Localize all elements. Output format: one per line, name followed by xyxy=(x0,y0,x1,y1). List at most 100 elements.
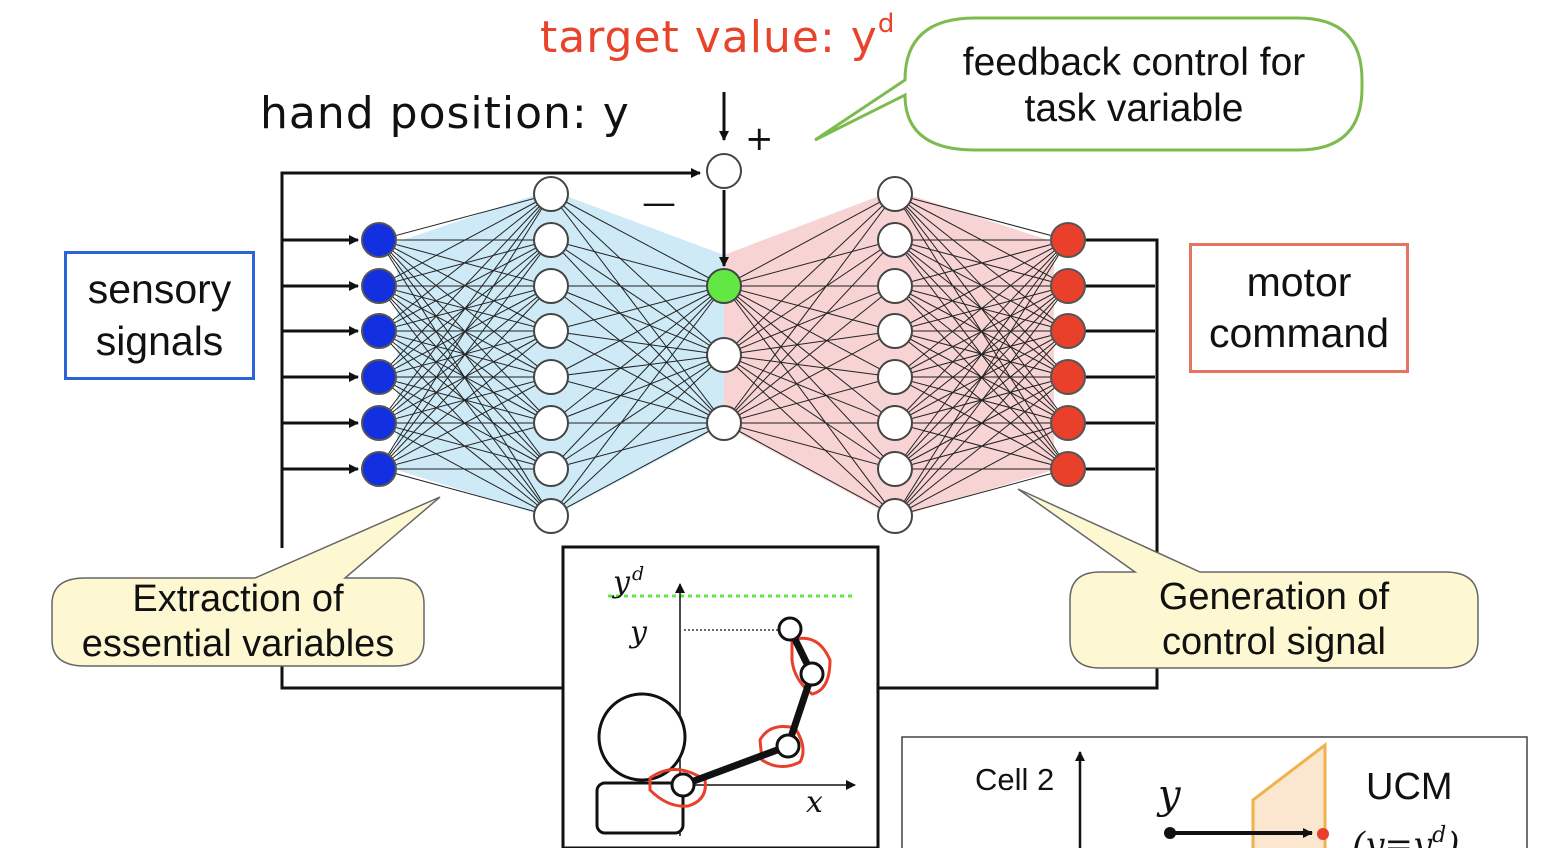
output-node xyxy=(1050,405,1086,441)
ucm-y-label: y xyxy=(1156,772,1182,818)
connection-edge xyxy=(550,285,725,356)
connection-edge xyxy=(894,422,1069,517)
connection-edge xyxy=(550,285,725,378)
connection-edge xyxy=(550,376,725,424)
extraction-callout-text: Extraction of essential variables xyxy=(52,578,424,666)
motor-line-2: command xyxy=(1208,310,1389,356)
connection-edge xyxy=(894,239,1069,424)
encoder-hidden-node xyxy=(533,176,569,212)
arm-x-label: x xyxy=(806,785,823,820)
torso-shape xyxy=(595,781,685,835)
connection-edge xyxy=(378,193,552,287)
generation-line-1: Generation of xyxy=(1158,576,1390,619)
connection-edge xyxy=(894,330,1069,517)
connection-edge xyxy=(723,193,896,424)
connection-edge xyxy=(550,354,725,424)
connection-edge xyxy=(894,376,1069,517)
input-arrows xyxy=(282,235,359,474)
connection-edge xyxy=(723,239,896,356)
connection-edge xyxy=(550,193,725,356)
feedback-line-2: task variable xyxy=(1024,87,1244,130)
decoder-hidden-node xyxy=(877,313,913,349)
input-node xyxy=(361,359,397,395)
connection-edge xyxy=(894,330,1069,470)
connection-edge xyxy=(550,239,725,287)
connection-edge xyxy=(378,193,552,378)
connection-edge xyxy=(378,285,552,470)
connection-edge xyxy=(378,376,552,470)
cell2-axis-label: Cell 2 xyxy=(975,762,1055,797)
bottleneck-node xyxy=(706,405,742,441)
sensory-signals-box: sensory signals xyxy=(64,251,255,380)
decoder-hidden-node xyxy=(877,451,913,487)
network-connections xyxy=(378,193,1069,517)
connection-edge xyxy=(378,193,552,332)
connection-edge xyxy=(550,330,725,356)
encoder-hidden-node xyxy=(533,498,569,534)
extraction-line-2: essential variables xyxy=(81,623,395,665)
connection-edge xyxy=(550,354,725,470)
connection-edge xyxy=(550,354,725,517)
connection-edge xyxy=(723,285,896,517)
feedback-line-1: feedback control for xyxy=(962,40,1306,84)
connection-edge xyxy=(378,193,552,470)
connection-edge xyxy=(894,285,1069,517)
connection-edge xyxy=(723,239,896,287)
ucm-plane xyxy=(1251,741,1327,848)
connection-edge xyxy=(723,330,896,356)
connection-edge xyxy=(723,285,896,356)
ucm-inset: y (y=yd) xyxy=(901,736,1528,848)
input-node xyxy=(361,405,397,441)
output-node xyxy=(1050,222,1086,258)
feedback-callout-text: feedback control for task variable xyxy=(905,26,1363,146)
arm-inset: y d y x xyxy=(561,545,880,848)
decoder-hidden-node xyxy=(877,222,913,258)
connection-edge xyxy=(550,422,725,517)
decoder-hidden-node xyxy=(877,405,913,441)
connection-edge xyxy=(894,239,1069,470)
decoder-hidden-node xyxy=(877,176,913,212)
output-node xyxy=(1050,359,1086,395)
connection-edge xyxy=(723,239,896,424)
connection-edge xyxy=(723,354,896,470)
connection-edge xyxy=(723,193,896,287)
generation-callout-text: Generation of control signal xyxy=(1070,572,1478,668)
encoder-hidden-node xyxy=(533,313,569,349)
connection-edge xyxy=(894,239,1069,378)
hand-position-label: hand position: y xyxy=(260,88,630,139)
decoder-hidden-node xyxy=(877,268,913,304)
connection-edge xyxy=(723,376,896,424)
sensory-line-2: signals xyxy=(95,317,224,364)
arm-links xyxy=(681,627,816,789)
connection-edge xyxy=(378,193,552,424)
decoder-background xyxy=(724,190,1054,518)
connection-edge xyxy=(894,193,1069,241)
output-lines xyxy=(1085,284,1155,471)
input-node xyxy=(361,451,397,487)
connection-edge xyxy=(723,193,896,356)
connection-edge xyxy=(550,285,725,470)
arm-yd-label: y xyxy=(611,565,631,600)
connection-edge xyxy=(378,285,552,517)
generation-line-2: control signal xyxy=(1162,621,1386,663)
connection-edge xyxy=(550,285,725,517)
arm-yd-sup: d xyxy=(632,563,644,585)
output-node xyxy=(1050,313,1086,349)
connection-edge xyxy=(723,285,896,424)
connection-edge xyxy=(378,330,552,470)
arm-y-label: y xyxy=(628,615,648,650)
connection-edge xyxy=(894,239,1069,287)
connection-edge xyxy=(378,193,552,241)
connection-edge xyxy=(378,239,552,470)
extraction-callout-bubble xyxy=(51,496,441,667)
connection-edge xyxy=(894,239,1069,332)
connection-edge xyxy=(723,330,896,424)
output-node xyxy=(1050,268,1086,304)
connection-edge xyxy=(550,239,725,356)
encoder-hidden-node xyxy=(533,359,569,395)
plus-sign: + xyxy=(745,119,774,159)
encoder-background xyxy=(397,190,724,518)
connection-edge xyxy=(723,354,896,517)
network-nodes xyxy=(361,176,1086,534)
encoder-hidden-node xyxy=(533,405,569,441)
